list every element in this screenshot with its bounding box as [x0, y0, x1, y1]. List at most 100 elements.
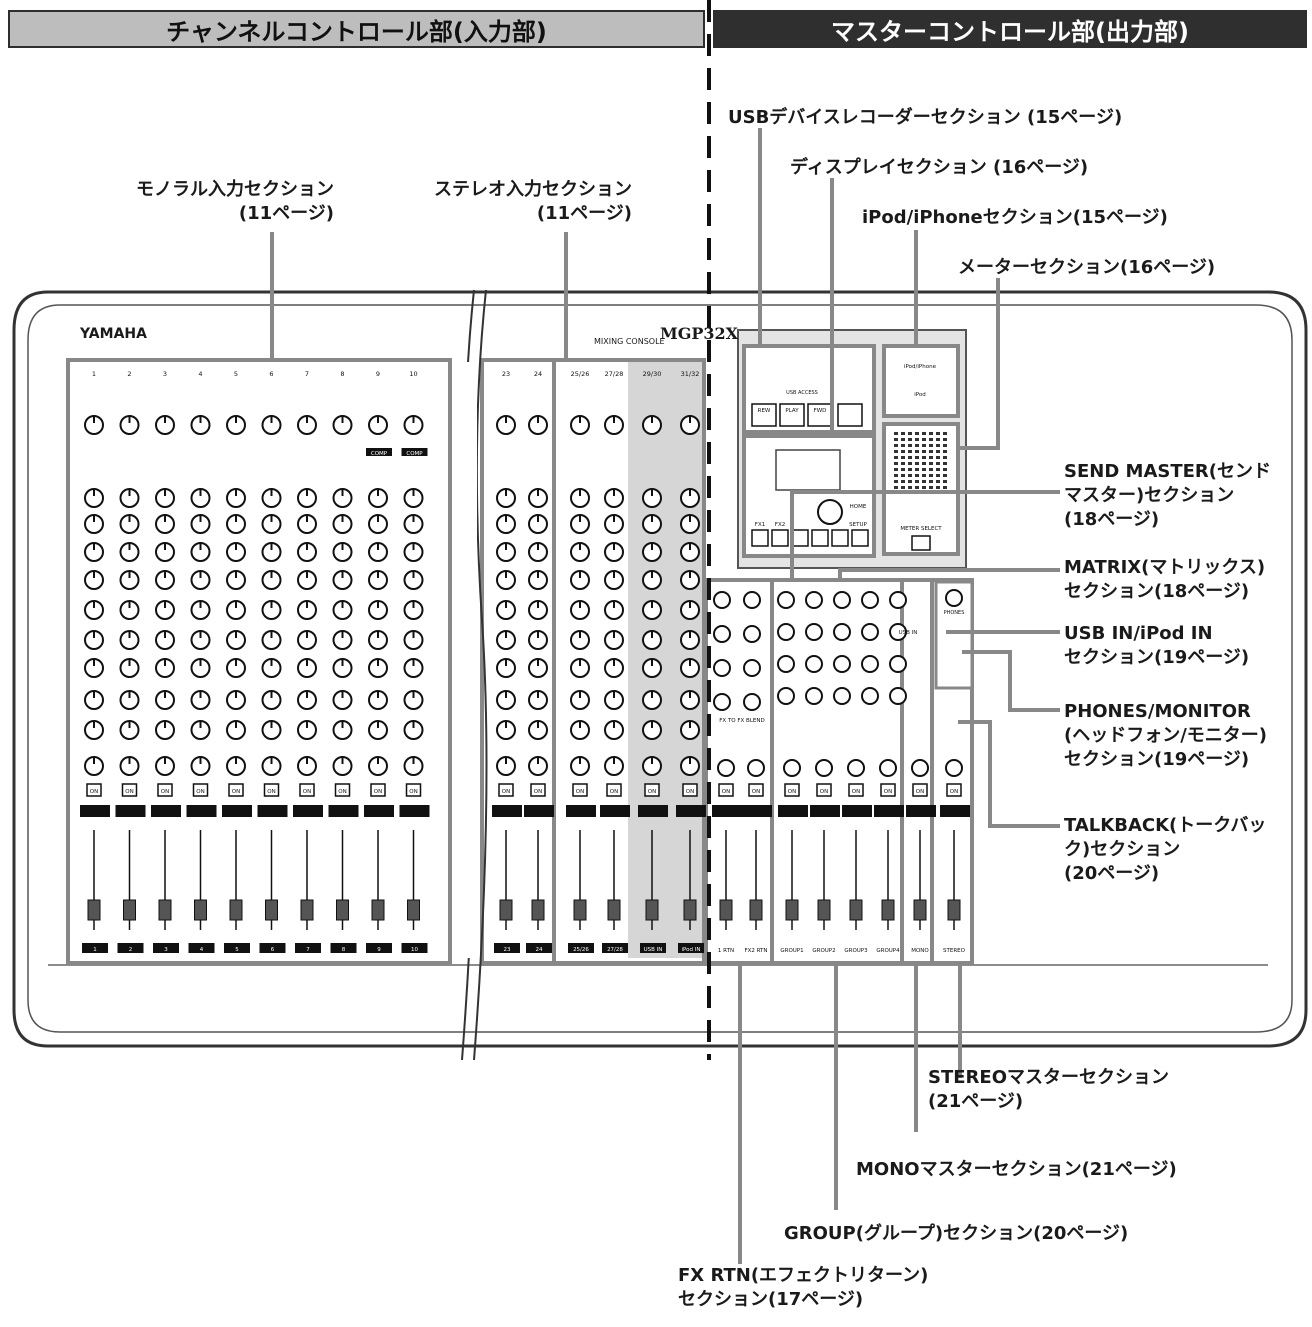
meter-led [894, 456, 898, 459]
on-button-label: ON [338, 789, 346, 795]
fader-knob [372, 900, 384, 920]
usb-button-label: REW [758, 408, 771, 414]
meter-led [936, 432, 940, 435]
on-button-label: ON [374, 789, 382, 795]
meter-led [929, 450, 933, 453]
fader-knob [646, 900, 658, 920]
knob [848, 760, 864, 776]
label-strip [524, 805, 554, 817]
channel-bottom-label: iPod IN [682, 947, 701, 953]
meter-led [929, 480, 933, 483]
callout-matrix: MATRIX(マトリックス)セクション(18ページ) [1064, 556, 1265, 604]
fader-knob [159, 900, 171, 920]
usb-button-label: PLAY [785, 408, 799, 414]
master-knob [834, 688, 850, 704]
channel-number: 9 [376, 370, 380, 378]
meter-led [894, 486, 898, 489]
meter-led [908, 444, 912, 447]
label-strip [842, 805, 872, 817]
channel-number: 1 [92, 370, 96, 378]
setup-label: SETUP [849, 522, 867, 528]
meter-led [908, 468, 912, 471]
label-strip [293, 805, 323, 817]
meter-led [943, 474, 947, 477]
callout-usb-recorder: USBデバイスレコーダーセクション (15ページ) [728, 106, 1122, 130]
channel-number: 10 [409, 370, 417, 378]
fx-knob [744, 660, 760, 676]
fader-knob [914, 900, 926, 920]
meter-led [908, 462, 912, 465]
channel-number: 2 [127, 370, 131, 378]
channel-bottom-label: 27/28 [607, 947, 623, 953]
label-strip [400, 805, 430, 817]
meter-led [901, 450, 905, 453]
meter-led [943, 462, 947, 465]
fader-knob [500, 900, 512, 920]
meter-led [936, 480, 940, 483]
label-strip [151, 805, 181, 817]
meter-led [894, 438, 898, 441]
fader-knob [337, 900, 349, 920]
on-button-label: ON [90, 789, 98, 795]
callout-stereo-master: STEREOマスターセクション(21ページ) [928, 1066, 1169, 1114]
master-knob [862, 656, 878, 672]
meter-led [915, 486, 919, 489]
on-button-label: ON [884, 789, 892, 795]
fx-knob [744, 592, 760, 608]
master-knob [862, 592, 878, 608]
comp-badge-label: COMP [371, 451, 388, 457]
fader-knob [266, 900, 278, 920]
label-strip [712, 805, 742, 817]
meter-led [894, 432, 898, 435]
meter-led [915, 474, 919, 477]
label-strip [906, 805, 936, 817]
fx-blend-label: FX TO FX BLEND [719, 718, 764, 724]
on-button-label: ON [161, 789, 169, 795]
channel-number: 7 [305, 370, 309, 378]
comp-badge-label: COMP [406, 451, 423, 457]
lcd-screen [776, 450, 840, 490]
meter-led [936, 438, 940, 441]
callout-ipod: iPod/iPhoneセクション(15ページ) [862, 206, 1168, 230]
meter-led [922, 468, 926, 471]
on-button-label: ON [686, 789, 694, 795]
master-knob [778, 656, 794, 672]
fx-knob [714, 660, 730, 676]
home-label: HOME [850, 504, 867, 510]
meter-led [922, 456, 926, 459]
channel-number: 3 [163, 370, 167, 378]
meter-led [894, 450, 898, 453]
meter-led [901, 444, 905, 447]
meter-led [915, 450, 919, 453]
meter-led [943, 432, 947, 435]
meter-led [929, 468, 933, 471]
meter-led [894, 468, 898, 471]
callout-meter: メーターセクション(16ページ) [958, 256, 1215, 280]
meter-led [901, 480, 905, 483]
on-button-label: ON [409, 789, 417, 795]
on-button-label: ON [267, 789, 275, 795]
channel-bottom-label: 23 [504, 947, 511, 953]
meter-led [915, 432, 919, 435]
master-bottom-label: GROUP3 [844, 948, 868, 954]
knob [880, 760, 896, 776]
meter-led [936, 468, 940, 471]
on-button-label: ON [610, 789, 618, 795]
meter-led [901, 486, 905, 489]
display-button [772, 530, 788, 546]
meter-led [908, 438, 912, 441]
callout-usb-in: USB IN/iPod INセクション(19ページ) [1064, 622, 1249, 670]
phones-label: PHONES [944, 610, 965, 616]
usb-access-label: USB ACCESS [786, 390, 818, 396]
meter-led [929, 486, 933, 489]
label-strip [187, 805, 217, 817]
master-bottom-label: STEREO [943, 948, 966, 954]
display-button [852, 530, 868, 546]
label-strip [566, 805, 596, 817]
label-strip [940, 805, 970, 817]
fader-knob [786, 900, 798, 920]
meter-led [929, 462, 933, 465]
fader-knob [948, 900, 960, 920]
fader-knob [532, 900, 544, 920]
fader-knob [88, 900, 100, 920]
